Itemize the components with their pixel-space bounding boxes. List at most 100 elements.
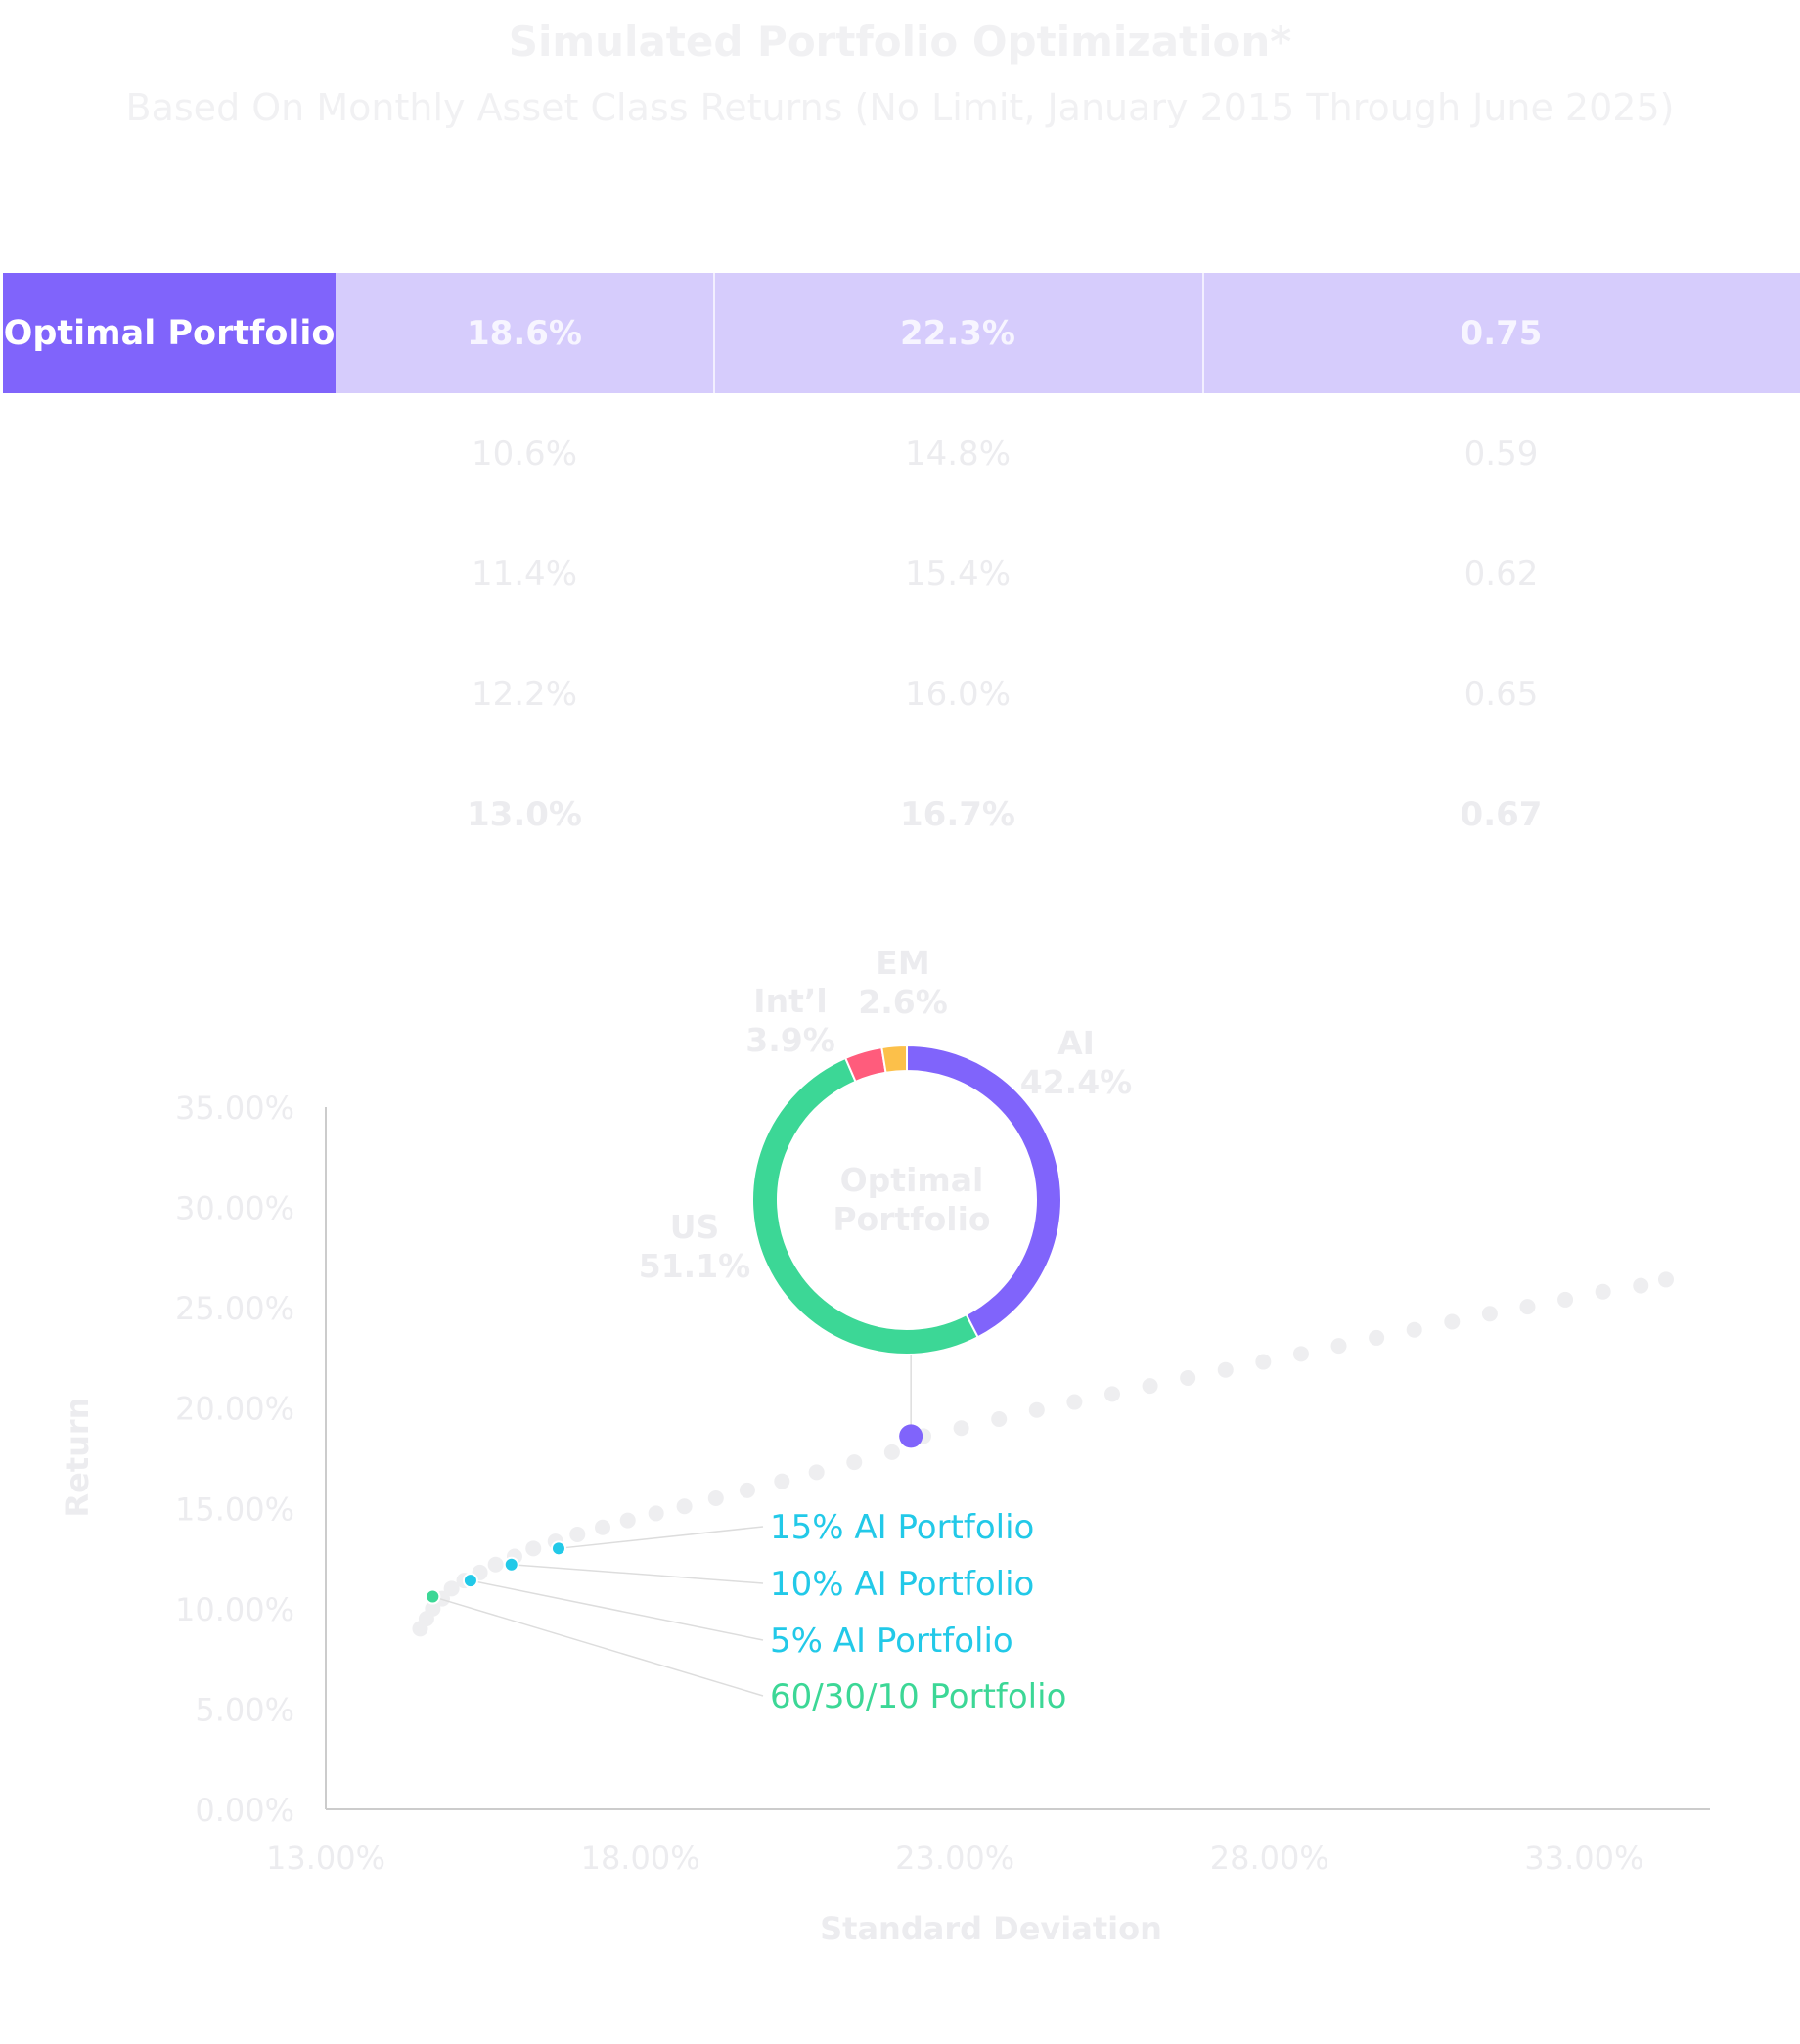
portfolio-point — [425, 1588, 441, 1605]
table-cell: 13.0% — [467, 794, 582, 834]
portfolio-point — [503, 1556, 519, 1573]
frontier-point — [953, 1420, 969, 1437]
table-cell: 10.6% — [471, 433, 577, 473]
slice-name-label: AI — [1058, 1024, 1095, 1062]
table-cell: 11.4% — [471, 554, 577, 594]
frontier-point — [648, 1505, 664, 1522]
portfolio-point — [550, 1540, 566, 1557]
table-row-optimal: Optimal Portfolio 18.6% 22.3% 0.75 — [3, 273, 1800, 393]
y-tick-label: 15.00% — [175, 1490, 294, 1528]
frontier-point — [1369, 1329, 1385, 1346]
donut-slice-em — [880, 1044, 908, 1074]
portfolio-label: 60/30/10 Portfolio — [770, 1677, 1066, 1716]
portfolio-label: 5% AI Portfolio — [770, 1622, 1013, 1661]
portfolio-stats-table: Optimal Portfolio 18.6% 22.3% 0.75 10.6%… — [3, 273, 1800, 874]
frontier-point — [1028, 1401, 1045, 1418]
table-cell: 16.7% — [900, 794, 1015, 834]
frontier-point — [1217, 1361, 1234, 1378]
frontier-point — [525, 1540, 542, 1557]
frontier-point — [1406, 1321, 1422, 1338]
frontier-point — [808, 1464, 825, 1481]
table-row: 10.6% 14.8% 0.59 — [3, 393, 1800, 513]
frontier-point — [1142, 1378, 1158, 1395]
table-cell: 0.65 — [1463, 674, 1539, 714]
x-tick-label: 23.00% — [895, 1840, 1014, 1877]
table-cell: 0.75 — [1460, 313, 1543, 353]
slice-name-label: Int’l — [753, 982, 827, 1020]
chart-title: Simulated Portfolio Optimization* — [508, 18, 1292, 66]
portfolio-label: 10% AI Portfolio — [770, 1565, 1034, 1604]
frontier-point — [1103, 1386, 1120, 1402]
frontier-point — [707, 1490, 724, 1507]
slice-name-label: EM — [876, 944, 929, 982]
frontier-point — [1292, 1346, 1309, 1362]
table-cell: 14.8% — [904, 433, 1011, 473]
optimal-portfolio-point — [899, 1424, 923, 1448]
column-divider — [1202, 273, 1204, 393]
slice-value-label: 51.1% — [639, 1247, 751, 1285]
frontier-point — [883, 1444, 900, 1460]
portfolio-point — [462, 1573, 478, 1589]
table-cell: 0.62 — [1463, 554, 1539, 594]
y-tick-label: 5.00% — [195, 1691, 294, 1728]
optimal-portfolio-label: Optimal Portfolio — [3, 273, 336, 393]
frontier-point — [1657, 1271, 1674, 1288]
frontier-point — [991, 1410, 1008, 1427]
table-row: 12.2% 16.0% 0.65 — [3, 634, 1800, 754]
frontier-point — [1557, 1291, 1574, 1308]
slice-name-label: US — [670, 1208, 720, 1246]
y-tick-label: 10.00% — [175, 1591, 294, 1628]
x-tick-label: 28.00% — [1210, 1840, 1329, 1877]
frontier-point — [846, 1454, 863, 1471]
chart-subtitle: Based On Monthly Asset Class Returns (No… — [125, 86, 1675, 129]
y-tick-label: 35.00% — [175, 1089, 294, 1127]
slice-value-label: 42.4% — [1020, 1063, 1133, 1101]
donut-center-label: Optimal — [840, 1161, 984, 1199]
y-tick-label: 30.00% — [175, 1190, 294, 1227]
slice-value-label: 2.6% — [858, 983, 948, 1021]
y-tick-label: 20.00% — [175, 1391, 294, 1428]
x-tick-label: 13.00% — [266, 1840, 385, 1877]
frontier-point — [569, 1526, 586, 1542]
y-axis-title: Return — [59, 1398, 96, 1518]
leader-line — [511, 1563, 764, 1584]
frontier-point — [443, 1580, 460, 1597]
frontier-point — [1180, 1369, 1196, 1386]
frontier-point — [425, 1600, 441, 1617]
leader-line — [470, 1579, 764, 1641]
frontier-point — [1595, 1283, 1611, 1300]
frontier-point — [1255, 1354, 1272, 1370]
donut-center-label: Portfolio — [832, 1200, 990, 1238]
x-axis-title: Standard Deviation — [820, 1910, 1162, 1947]
table-cell: 15.4% — [904, 554, 1011, 594]
frontier-point — [1330, 1338, 1347, 1355]
portfolio-label: 15% AI Portfolio — [770, 1508, 1034, 1547]
frontier-point — [1519, 1299, 1536, 1315]
column-divider — [713, 273, 715, 393]
table-row: 13.0% 16.7% 0.67 — [3, 754, 1800, 874]
slice-value-label: 3.9% — [745, 1021, 835, 1059]
y-tick-label: 0.00% — [195, 1792, 294, 1829]
frontier-point — [1481, 1306, 1498, 1322]
frontier-point — [676, 1498, 693, 1515]
frontier-point — [739, 1482, 755, 1498]
table-cell: 12.2% — [471, 674, 577, 714]
table-cell: 16.0% — [904, 674, 1011, 714]
frontier-point — [774, 1473, 790, 1489]
frontier-point — [1444, 1313, 1461, 1330]
y-tick-label: 25.00% — [175, 1290, 294, 1327]
x-tick-label: 18.00% — [581, 1840, 700, 1877]
frontier-point — [595, 1519, 610, 1535]
frontier-point — [1633, 1277, 1649, 1294]
frontier-point — [487, 1556, 504, 1573]
leader-line — [432, 1595, 764, 1697]
table-row: 11.4% 15.4% 0.62 — [3, 513, 1800, 634]
x-tick-label: 33.00% — [1524, 1840, 1643, 1877]
table-cell: 22.3% — [900, 313, 1015, 353]
leader-line — [558, 1526, 764, 1550]
table-cell: 18.6% — [467, 313, 582, 353]
frontier-point — [1066, 1394, 1083, 1410]
table-cell: 0.59 — [1463, 433, 1539, 473]
frontier-point — [619, 1512, 636, 1529]
table-cell: 0.67 — [1460, 794, 1543, 834]
